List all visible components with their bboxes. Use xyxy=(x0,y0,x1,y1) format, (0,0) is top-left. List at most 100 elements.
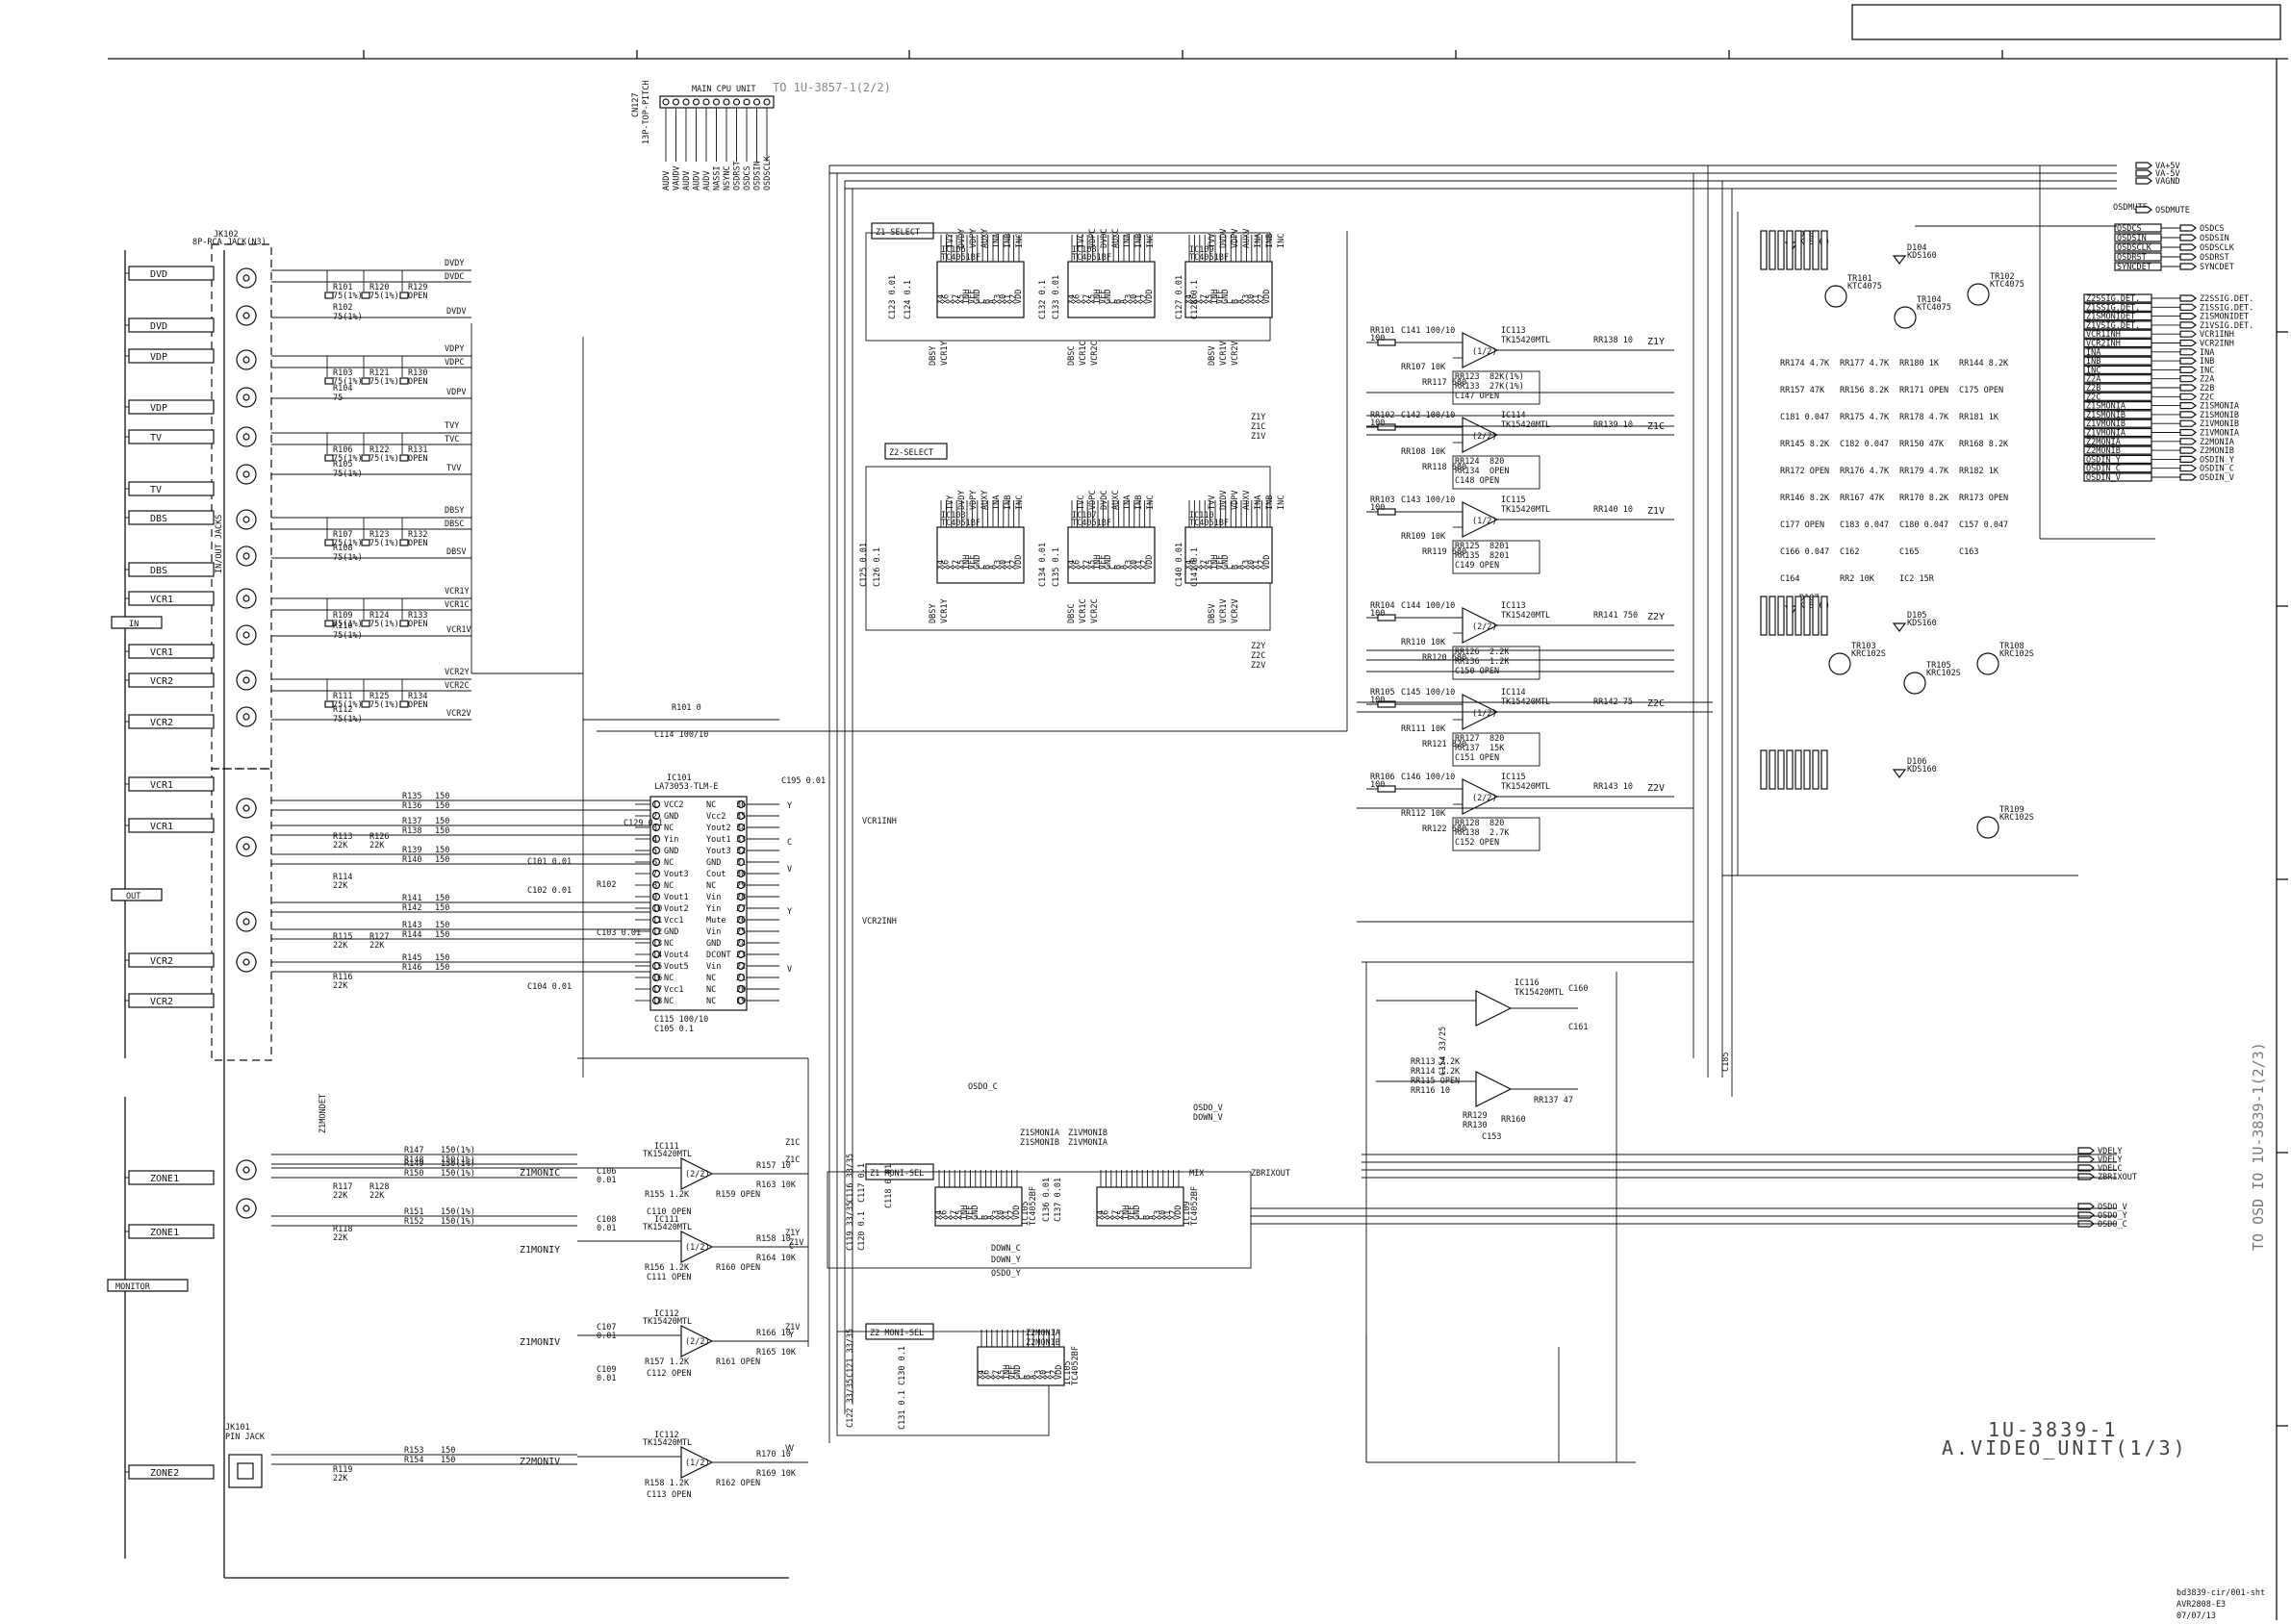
rca-jack-pin xyxy=(242,958,250,966)
amp-ra: RR110 10K xyxy=(1401,638,1446,647)
ic101-pin xyxy=(651,799,661,809)
ic101-pin xyxy=(651,846,661,855)
op-amp xyxy=(1462,607,1499,644)
mux-net-bot: VCR2V xyxy=(1231,598,1240,623)
net-label: Z1Y xyxy=(1251,413,1265,422)
mon-amp-ref: IC111 xyxy=(654,1215,679,1225)
amp-rout: RR140 10 xyxy=(1593,505,1633,515)
res-value: 75(1%) xyxy=(369,292,399,301)
mux-pin-label: X4 xyxy=(1067,294,1077,304)
mux-pin-label: X6 xyxy=(1072,294,1082,304)
mux-net-top: INC xyxy=(1146,495,1156,510)
osd-amp-ref: IC116 xyxy=(1515,978,1540,988)
right-misc-part: RR2 10K xyxy=(1840,574,1875,584)
ic101-pin-no: 1 xyxy=(652,800,657,810)
mux-net-bot: DBSY xyxy=(929,604,938,623)
sig-conn xyxy=(2179,411,2197,419)
jack-label: TV xyxy=(150,485,162,495)
mux-part: TC4051BF xyxy=(1072,519,1111,528)
svg-text:MONITOR: MONITOR xyxy=(115,1282,151,1292)
sig-in: INC xyxy=(2086,366,2100,375)
amp-rb: RR118 680 xyxy=(1422,463,1466,472)
res-value: 75(1%) xyxy=(369,454,399,464)
res-value: 22K xyxy=(333,981,348,991)
ic101-cap: C102 0.01 xyxy=(527,886,572,896)
osd-amp-part: TK15420MTL xyxy=(1515,988,1564,998)
rca-jack-pin xyxy=(242,516,250,523)
right-misc-part: RR177 4.7K xyxy=(1840,359,1890,368)
mux-net-top: VDPV xyxy=(1231,491,1240,510)
bottom-out: VDELY xyxy=(2098,1155,2123,1165)
ic101-pin-no: 22 xyxy=(736,962,746,972)
transistor-ref: TR105 xyxy=(1926,661,1951,671)
res-ref: R115 xyxy=(333,932,352,942)
mux-ref: IC106 xyxy=(941,245,966,255)
mux-pin-label: X3 xyxy=(993,560,1003,570)
amp-cb: C151 OPEN xyxy=(1455,753,1499,763)
resistor-array xyxy=(1820,596,1828,636)
transistor-part: KTC4075 xyxy=(1990,280,2024,290)
ic101-pin-no: 31 xyxy=(736,858,746,868)
resistor xyxy=(1377,614,1396,622)
mon-op-amp xyxy=(680,1231,714,1263)
mux-net-top: INA xyxy=(1123,234,1133,248)
amp-cin: C146 100/10 xyxy=(1401,773,1455,782)
mux-pin-label: X7 xyxy=(952,294,961,304)
mon-net: OSDO_V xyxy=(1193,1104,1223,1113)
cpu-pin-label: OSDRST xyxy=(733,161,743,190)
sig-out: INB xyxy=(2200,357,2214,367)
sig-conn xyxy=(2179,357,2197,365)
ic101-part: LA73053-TLM-E xyxy=(654,782,719,792)
right-misc-part: C183 0.047 xyxy=(1840,520,1889,530)
sig-in: Z1VSIG.DET. xyxy=(2086,321,2140,331)
amp-rin-value: 100 xyxy=(1370,419,1385,428)
mon-amp-r1: R157 1.2K xyxy=(645,1358,690,1367)
jack-label: ZONE1 xyxy=(150,1228,179,1238)
amp-rin: RR101 xyxy=(1370,326,1395,336)
amp-part: TK15420MTL xyxy=(1501,420,1550,430)
transistor-ref: TR102 xyxy=(1990,272,2015,282)
mux-pin-label: X6 xyxy=(1189,560,1199,570)
ic101-pin-no: 27 xyxy=(736,904,746,914)
mux-net-top: TVV xyxy=(1208,495,1217,510)
resistor-array xyxy=(1820,749,1828,790)
mux-pin-label: B xyxy=(983,565,993,570)
to-osd-label: TO OSD IO 1U-3839-1(2/3) xyxy=(2250,1042,2267,1251)
mux-part: TC4051BF xyxy=(1072,253,1111,263)
right-top-net: VA+5V xyxy=(2155,162,2180,171)
right-top-net: VAGND xyxy=(2155,177,2180,187)
amp-rd: RR138 xyxy=(1455,828,1480,838)
mux-net-top: INC xyxy=(1146,234,1156,248)
amp-rin-value: 100 xyxy=(1370,503,1385,513)
res-ref: R120 xyxy=(369,283,389,292)
mux-pin-label: X1 xyxy=(1252,294,1261,304)
input-resistor-network: R10175(1%)R12075(1%)R129OPENDVDYDVDCR103… xyxy=(271,259,471,724)
ic101-pin-label: Vout5 xyxy=(664,962,689,972)
res-ref: R146 xyxy=(402,963,421,973)
output-resistor-network: R135R136150150R137R138150150R139R1401501… xyxy=(271,792,650,991)
mux-cap: C127 0.01 xyxy=(1175,275,1184,319)
mon-mux-ref: IC105 xyxy=(1021,1201,1031,1226)
sig-conn xyxy=(2179,303,2197,311)
mon-amp-part: TK15420MTL xyxy=(643,1317,692,1327)
net-label: Z2V xyxy=(1251,661,1265,671)
ic101-pin-no: 9 xyxy=(652,893,657,902)
mux-pin-label: X2 xyxy=(1009,294,1019,304)
amp-net: Z2C xyxy=(1647,698,1665,709)
ic101-pin-label: Vout2 xyxy=(664,904,689,914)
ic101-pin-no: 4 xyxy=(652,835,657,845)
sig-in: OSDIN_Y xyxy=(2086,455,2121,465)
osd-amp-res: RR114 1.2K xyxy=(1411,1067,1461,1077)
bus-wiring xyxy=(471,165,2155,1463)
osd-ctrl-conn xyxy=(2179,263,2197,270)
amp-feedback-box xyxy=(1452,370,1540,405)
transistor xyxy=(1967,283,1990,306)
mux-pin-label: A xyxy=(988,299,998,304)
mux-pin-label: VEE xyxy=(1098,555,1107,570)
mux-net-top: AUXY xyxy=(980,491,990,510)
right-misc-part: C180 0.047 xyxy=(1899,520,1948,530)
res-value: 75(1%) xyxy=(369,700,399,710)
right-misc-part: C182 0.047 xyxy=(1840,440,1889,449)
res-value: 75(1%) xyxy=(333,469,363,479)
